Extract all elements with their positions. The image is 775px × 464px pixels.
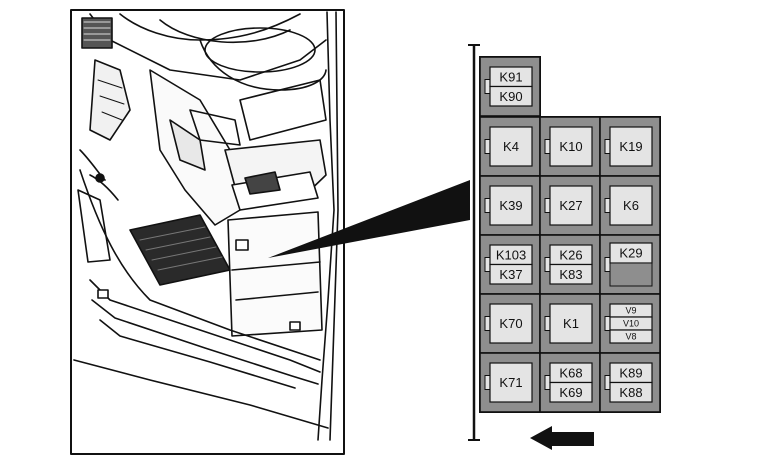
connector-tab	[484, 257, 491, 272]
relay-slot-k71: K71	[479, 352, 541, 413]
relay-label: V8	[625, 332, 636, 342]
arrow-left-icon	[530, 426, 594, 450]
switch-panel	[81, 17, 113, 49]
relay-label: K71	[499, 375, 522, 390]
mounting-rail	[468, 44, 480, 441]
connector-tab	[544, 316, 551, 331]
relay-label: K10	[559, 139, 582, 154]
relay-label: K26	[559, 247, 582, 262]
relay-label: K103	[496, 247, 526, 262]
connector-tab	[484, 375, 491, 390]
vehicle-interior-illustration	[70, 9, 345, 455]
relay-label: K83	[559, 267, 582, 282]
relay-slot-k1: K1	[539, 293, 601, 354]
relay-label: K88	[619, 385, 642, 400]
relay-label: K37	[499, 267, 522, 282]
relay-label: K1	[563, 316, 579, 331]
relay-label: K29	[619, 246, 642, 261]
relay-label: K91	[499, 69, 522, 84]
relay-slot-k27: K27	[539, 175, 601, 236]
connector-tab	[484, 139, 491, 154]
relay-label: K6	[623, 198, 639, 213]
relay-slot-k19: K19	[599, 116, 661, 177]
connector-tab	[604, 198, 611, 213]
relay-slot-k10: K10	[539, 116, 601, 177]
relay-label: V9	[625, 306, 636, 316]
connector-tab	[484, 198, 491, 213]
relay-label: K70	[499, 316, 522, 331]
door-pillar	[317, 11, 335, 441]
relay-slot-k29: K29	[599, 234, 661, 295]
relay-label: K69	[559, 385, 582, 400]
relay-label: K39	[499, 198, 522, 213]
connector-tab	[544, 139, 551, 154]
connector-tab	[604, 139, 611, 154]
relay-label: K19	[619, 139, 642, 154]
relay-slot-k4: K4	[479, 116, 541, 177]
connector-tab	[544, 257, 551, 272]
connector-tab	[544, 198, 551, 213]
pointer-wedge	[268, 180, 470, 258]
relay-label: K89	[619, 365, 642, 380]
connector-tab	[544, 375, 551, 390]
relay-slot-k39: K39	[479, 175, 541, 236]
relay-label: K27	[559, 198, 582, 213]
floor-mat	[129, 214, 231, 286]
seat-base-box	[227, 211, 323, 337]
connector-tab	[604, 257, 611, 272]
connector-tab	[604, 375, 611, 390]
connector-tab	[484, 316, 491, 331]
relay-slot-k70: K70	[479, 293, 541, 354]
relay-label: K68	[559, 365, 582, 380]
relay-label: V10	[623, 319, 639, 329]
connector-tab	[604, 316, 611, 331]
connector-tab	[484, 79, 491, 94]
relay-label: K4	[503, 139, 519, 154]
relay-label: K90	[499, 89, 522, 104]
relay-slot-k6: K6	[599, 175, 661, 236]
